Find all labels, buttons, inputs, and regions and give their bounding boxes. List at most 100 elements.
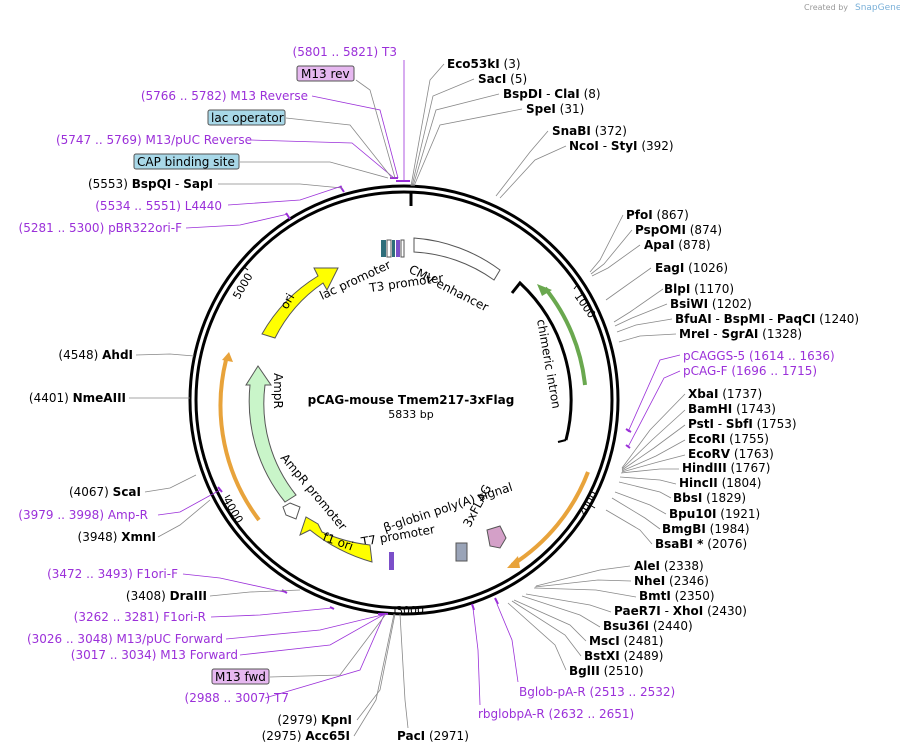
enzyme-site-label[interactable]: (4401) NmeAIII bbox=[29, 391, 126, 405]
primer-label[interactable]: (3262 .. 3281) F1ori-R bbox=[74, 610, 206, 624]
lac-promoter-mark bbox=[386, 239, 392, 258]
enzyme-site-label[interactable]: EcoRV (1763) bbox=[688, 447, 774, 461]
plasmid-length: 5833 bp bbox=[388, 408, 433, 421]
enzyme-site-label[interactable]: (4548) AhdI bbox=[58, 348, 133, 362]
f1-ori-arrow bbox=[299, 516, 373, 563]
tick-label-3000: 3000 bbox=[396, 604, 424, 617]
enzyme-site-label[interactable]: SnaBI (372) bbox=[552, 124, 627, 138]
cag-promoter-mark bbox=[510, 280, 573, 441]
t7-promoter-mark bbox=[389, 552, 394, 570]
f1-ori-label: f1 ori bbox=[321, 530, 355, 554]
tick-1000 bbox=[573, 283, 579, 290]
chimeric-intron-label: chimeric intron bbox=[534, 318, 564, 410]
plasmid-name: pCAG-mouse Tmem217-3xFlag bbox=[308, 393, 515, 407]
globin-polya-box bbox=[455, 542, 468, 562]
enzyme-site-label[interactable]: BsaBI * (2076) bbox=[655, 537, 747, 551]
lac-operator-mark bbox=[392, 240, 395, 257]
m13-fwd-box bbox=[211, 668, 270, 685]
enzyme-site-label[interactable]: Bpu10I (1921) bbox=[669, 507, 760, 521]
enzyme-site-label[interactable]: EagI (1026) bbox=[655, 261, 728, 275]
primer-label[interactable]: (5281 .. 5300) pBR322ori-F bbox=[19, 221, 183, 235]
primer-label[interactable]: (3979 .. 3998) Amp-R bbox=[18, 508, 148, 522]
ampr-label: AmpR bbox=[271, 373, 285, 409]
enzyme-site-label[interactable]: (4067) ScaI bbox=[69, 485, 141, 499]
enzyme-site-label[interactable]: NheI (2346) bbox=[634, 574, 709, 588]
flag-tag-arrow bbox=[486, 525, 507, 549]
enzyme-site-label[interactable]: AleI (2338) bbox=[634, 559, 704, 573]
ori-label: ori bbox=[277, 291, 297, 312]
enzyme-site-label[interactable]: Bsu36I (2440) bbox=[603, 619, 693, 633]
credit-prefix: Created by bbox=[804, 3, 848, 12]
primer-label[interactable]: pCAGGS-5 (1614 .. 1636) bbox=[683, 349, 835, 363]
cap-site-box bbox=[133, 153, 240, 170]
enzyme-site-label[interactable]: HincII (1804) bbox=[679, 476, 761, 490]
primer-label[interactable]: (5801 .. 5821) T3 bbox=[293, 45, 397, 59]
enzyme-site-label[interactable]: BmtI (2350) bbox=[639, 589, 715, 603]
enzyme-site-label[interactable]: (3408) DraIII bbox=[126, 589, 207, 603]
enzyme-site-label[interactable]: PstI - SbfI (1753) bbox=[688, 417, 797, 431]
primer-label[interactable]: (5766 .. 5782) M13 Reverse bbox=[141, 89, 308, 103]
primer-mark-l4440 bbox=[339, 185, 345, 193]
enzyme-site-label[interactable]: PspOMI (874) bbox=[635, 223, 722, 237]
primer-label[interactable]: (5747 .. 5769) M13/pUC Reverse bbox=[56, 133, 252, 147]
enzyme-site-label[interactable]: BlpI (1170) bbox=[664, 282, 734, 296]
m13-fwd-label: M13 fwd bbox=[215, 670, 266, 684]
enzyme-site-label[interactable]: BglII (2510) bbox=[569, 664, 644, 678]
backbone-outer bbox=[188, 184, 620, 616]
enzyme-site-label[interactable]: BsiWI (1202) bbox=[670, 297, 752, 311]
primer-label[interactable]: (3017 .. 3034) M13 Forward bbox=[71, 648, 238, 662]
enzyme-site-label[interactable]: BspDI - ClaI (8) bbox=[503, 87, 601, 101]
enzyme-site-label[interactable]: SacI (5) bbox=[478, 72, 527, 86]
tick-4000 bbox=[224, 494, 231, 499]
orf-arc-right bbox=[510, 471, 590, 567]
primer-label[interactable]: Bglob-pA-R (2513 .. 2532) bbox=[519, 685, 675, 699]
enzyme-site-label[interactable]: PacI (2971) bbox=[397, 729, 469, 743]
snapgene-logo: SnapGene bbox=[855, 3, 900, 13]
enzyme-site-label[interactable]: PfoI (867) bbox=[626, 208, 689, 222]
enzyme-site-label[interactable]: PaeR7I - XhoI (2430) bbox=[614, 604, 747, 618]
enzyme-site-label[interactable]: BmgBI (1984) bbox=[662, 522, 750, 536]
enzyme-site-label[interactable]: BstXI (2489) bbox=[584, 649, 663, 663]
enzyme-site-label[interactable]: EcoRI (1755) bbox=[688, 432, 769, 446]
cap-site-mark bbox=[381, 240, 386, 257]
m13-rev-label: M13 rev bbox=[301, 67, 350, 81]
t3-promoter-mark bbox=[396, 240, 400, 257]
tick-label-5000: 5000 bbox=[230, 271, 255, 302]
tick-2000 bbox=[589, 504, 596, 509]
enzyme-site-label[interactable]: XbaI (1737) bbox=[688, 387, 762, 401]
primer-mark-pbr322 bbox=[285, 212, 291, 220]
primer-mark-rbglob bbox=[494, 597, 499, 605]
ampr-arrow bbox=[245, 365, 297, 503]
lac-operator-label: lac operator bbox=[211, 111, 284, 125]
enzyme-site-label[interactable]: MscI (2481) bbox=[589, 634, 663, 648]
enzyme-site-label[interactable]: HindIII (1767) bbox=[682, 461, 770, 475]
enzyme-site-label[interactable]: BfuAI - BspMI - PaqCI (1240) bbox=[675, 312, 859, 326]
chimeric-intron-arrow bbox=[543, 286, 587, 386]
ori-arrow bbox=[261, 267, 339, 339]
orf-arc-left bbox=[218, 359, 261, 522]
primer-label[interactable]: rbglobpA-R (2632 .. 2651) bbox=[478, 707, 634, 721]
enzyme-site-label[interactable]: (2975) Acc65I bbox=[262, 729, 350, 743]
primer-label[interactable]: (2988 .. 3007) T7 bbox=[185, 691, 289, 705]
ampr-promoter-arrow bbox=[282, 502, 301, 520]
m13-rev-box bbox=[296, 65, 355, 82]
enzyme-site-label[interactable]: BbsI (1829) bbox=[673, 491, 746, 505]
cmv-enhancer-arrow bbox=[413, 237, 501, 281]
primer-label[interactable]: (3026 .. 3048) M13/pUC Forward bbox=[27, 632, 223, 646]
primer-label[interactable]: (3472 .. 3493) F1ori-F bbox=[47, 567, 178, 581]
enzyme-site-label[interactable]: BamHI (1743) bbox=[688, 402, 776, 416]
primer-label[interactable]: (5534 .. 5551) L4440 bbox=[95, 199, 222, 213]
primer-label[interactable]: pCAG-F (1696 .. 1715) bbox=[683, 364, 817, 378]
enzyme-site-label[interactable]: MreI - SgrAI (1328) bbox=[679, 327, 802, 341]
globin-polya-label: β-globin poly(A) signal bbox=[382, 480, 515, 535]
enzyme-site-label[interactable]: NcoI - StyI (392) bbox=[569, 139, 674, 153]
enzyme-site-label[interactable]: (3948) XmnI bbox=[78, 530, 156, 544]
enzyme-site-label[interactable]: Eco53kI (3) bbox=[447, 57, 521, 71]
lac-operator-box bbox=[207, 109, 286, 126]
tick-label-4000: 4000 bbox=[220, 495, 245, 526]
enzyme-site-label[interactable]: SpeI (31) bbox=[526, 102, 584, 116]
enzyme-site-label[interactable]: (2979) KpnI bbox=[277, 713, 352, 727]
enzyme-site-label[interactable]: ApaI (878) bbox=[644, 238, 711, 252]
enzyme-site-label[interactable]: (5553) BspQI - SapI bbox=[88, 177, 213, 191]
